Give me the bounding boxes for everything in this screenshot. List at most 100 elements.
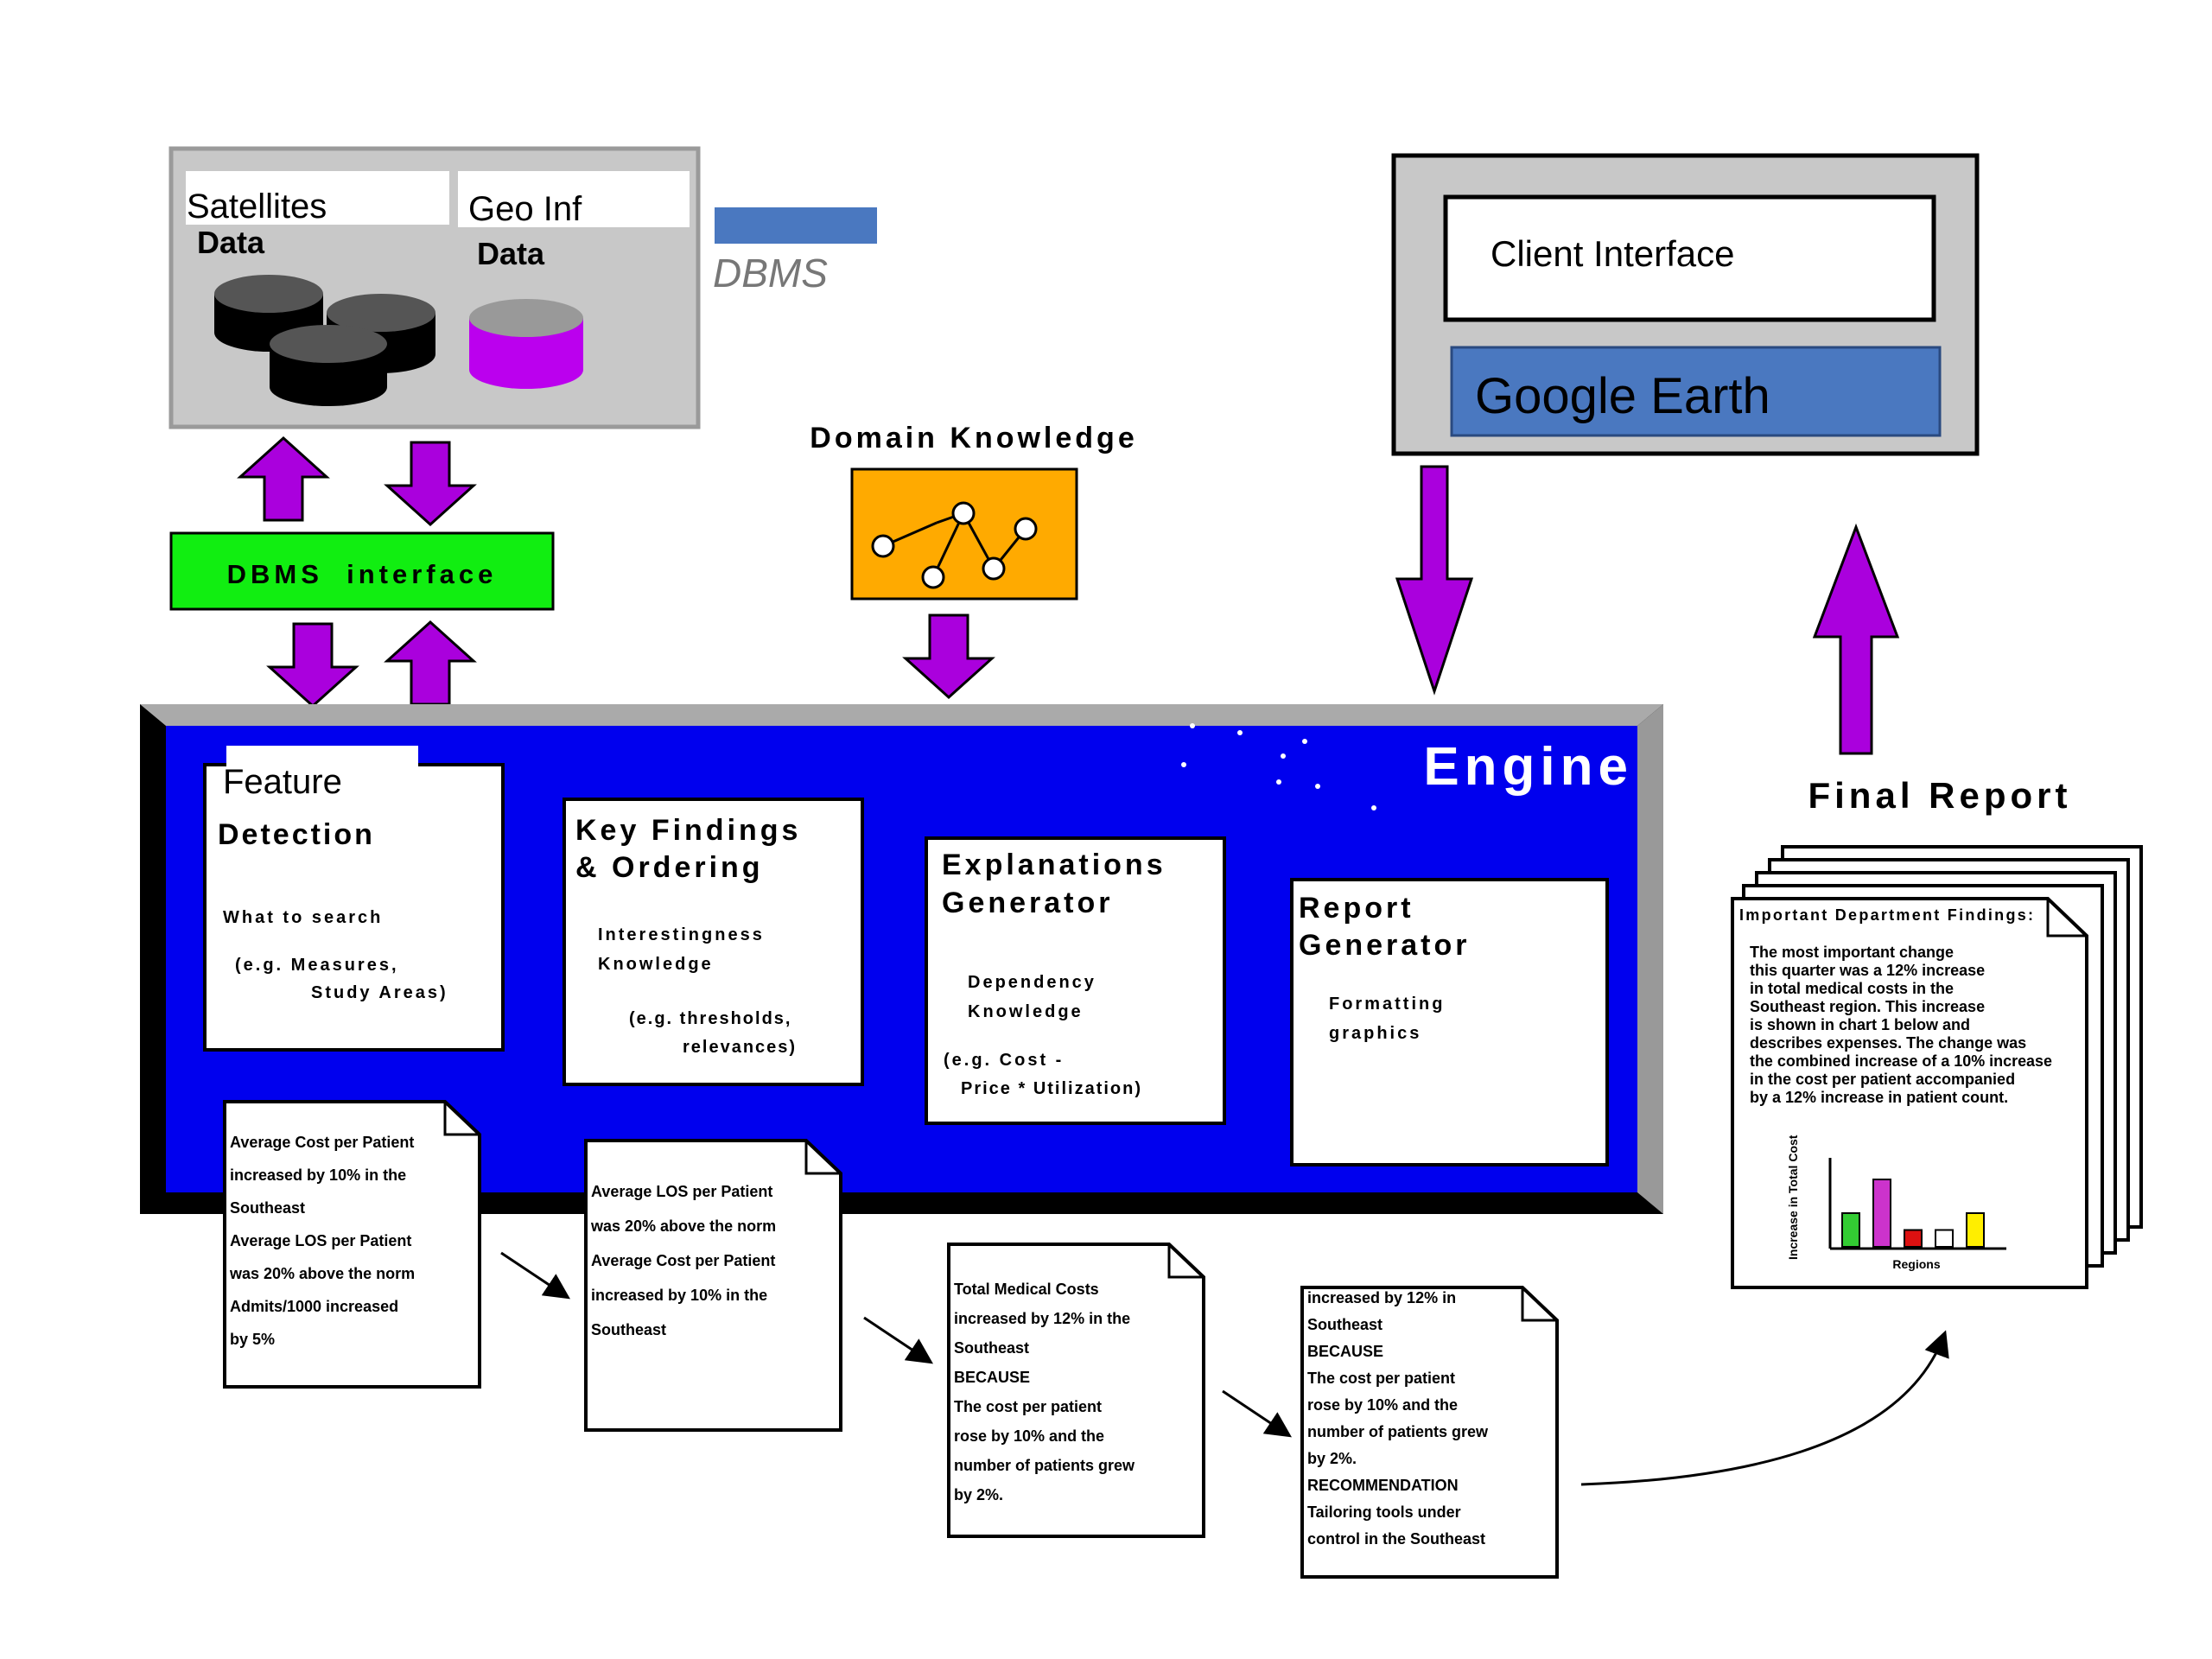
doc-line: rose by 10% and the — [1307, 1396, 1458, 1414]
doc-line: was 20% above the norm — [590, 1217, 776, 1235]
findings-title1: Key Findings — [575, 814, 801, 847]
feature-line2: (e.g. Measures, — [235, 956, 399, 975]
up-arrow-icon — [384, 620, 477, 706]
feature-line3: Study Areas) — [311, 983, 448, 1002]
doc-line: in total medical costs in the — [1750, 980, 1954, 997]
client-panel: Client Interface Google Earth — [1391, 153, 1980, 456]
doc-line: by 5% — [230, 1331, 275, 1348]
down-arrow-icon — [384, 441, 477, 527]
chart-ylabel: Increase in Total Cost — [1786, 1135, 1800, 1260]
dbms-interface-label: DBMS interface — [227, 559, 498, 589]
doc-line: number of patients grew — [1307, 1423, 1489, 1440]
key-findings-box: Key Findings & Ordering Interestingness … — [563, 798, 864, 1086]
doc-line: by a 12% increase in patient count. — [1750, 1089, 2008, 1106]
report-title2: Generator — [1299, 929, 1471, 962]
doc-line: was 20% above the norm — [229, 1265, 415, 1282]
engine-label: Engine — [1423, 737, 1633, 797]
doc-line: Southeast — [591, 1321, 666, 1338]
feature-title: Feature — [223, 763, 342, 801]
down-arrow-icon — [266, 622, 359, 709]
client-interface-label: Client Interface — [1491, 233, 1734, 274]
flow-arrow-icon — [500, 1251, 570, 1300]
doc-line: BECAUSE — [1307, 1343, 1383, 1360]
doc-line: number of patients grew — [954, 1457, 1135, 1474]
doc-line: control in the Southeast — [1307, 1530, 1485, 1548]
doc-line: Tailoring tools under — [1307, 1503, 1461, 1521]
doc-line: The cost per patient — [954, 1398, 1102, 1415]
doc-line: increased by 10% in the — [230, 1166, 406, 1184]
chart-bar — [1904, 1229, 1923, 1248]
geo-database-icon — [469, 299, 583, 389]
doc-line: by 2%. — [1307, 1450, 1357, 1467]
up-arrow-icon — [237, 435, 330, 522]
doc-line: Average LOS per Patient — [230, 1232, 411, 1249]
doc-line: Average Cost per Patient — [591, 1252, 775, 1269]
detection-title: Detection — [218, 818, 375, 851]
doc-line: The cost per patient — [1307, 1370, 1455, 1387]
findings-line1: Interestingness — [598, 925, 765, 944]
dbms-legend-label: DBMS — [713, 251, 828, 296]
findings-line4: relevances) — [683, 1038, 797, 1057]
report-line1: Formatting — [1329, 995, 1445, 1014]
satellite-database-icon — [214, 275, 435, 406]
flow-arrow-icon — [863, 1316, 933, 1364]
report-title1: Report — [1299, 892, 1414, 925]
final-report: Final Report Important Department Findin… — [1731, 775, 2143, 1289]
explanations-line4: Price * Utilization) — [961, 1079, 1142, 1098]
flow-connectors — [500, 1251, 1949, 1486]
chart-bar — [1966, 1212, 1985, 1248]
flow-doc-1: Average Cost per Patient increased by 10%… — [223, 1100, 481, 1389]
feature-line1: What to search — [223, 908, 383, 927]
doc-line: rose by 10% and the — [954, 1427, 1104, 1445]
explanations-title2: Generator — [942, 887, 1114, 919]
satellites-sub: Data — [197, 225, 265, 260]
doc-line: Southeast — [954, 1339, 1029, 1357]
doc-line: in the cost per patient accompanied — [1750, 1071, 2015, 1088]
doc-line: Southeast region. This increase — [1750, 998, 1985, 1015]
final-report-chart: Increase in Total Cost Regions — [1786, 1135, 2006, 1271]
google-earth-label: Google Earth — [1475, 368, 1770, 424]
down-arrow-icon — [1395, 465, 1474, 696]
findings-title2: & Ordering — [575, 851, 764, 884]
doc-line: increased by 10% in the — [591, 1287, 767, 1304]
explanations-title1: Explanations — [942, 849, 1166, 881]
explanations-line2: Knowledge — [968, 1002, 1084, 1021]
satellites-title: Satellites — [187, 188, 327, 226]
flow-curve-arrow-icon — [1580, 1330, 1949, 1486]
geo-sub: Data — [477, 236, 545, 271]
doc-line: Average Cost per Patient — [230, 1134, 414, 1151]
doc-line: Southeast — [1307, 1316, 1382, 1333]
doc-line: by 2%. — [954, 1486, 1003, 1503]
storage-interface-arrows — [237, 435, 477, 527]
explanations-line3: (e.g. Cost - — [944, 1051, 1064, 1070]
doc-line: increased by 12% in the — [954, 1310, 1130, 1327]
findings-line2: Knowledge — [598, 955, 714, 974]
final-report-doc-title: Important Department Findings: — [1739, 906, 2033, 924]
doc-line: the combined increase of a 10% increase — [1750, 1052, 2052, 1070]
doc-line: Admits/1000 increased — [230, 1298, 398, 1315]
dbms-storage-panel: Satellites Data Geo Inf Data — [168, 146, 701, 429]
dbms-legend: DBMS — [713, 207, 877, 296]
geo-title: Geo Inf — [468, 190, 582, 228]
domain-knowledge: Domain Knowledge — [810, 422, 1137, 700]
doc-line: BECAUSE — [954, 1369, 1030, 1386]
doc-line: Average LOS per Patient — [591, 1183, 772, 1200]
report-generator-box: Report Generator Formatting graphics — [1290, 878, 1609, 1166]
flow-arrow-icon — [1222, 1389, 1292, 1438]
doc-line: describes expenses. The change was — [1750, 1034, 2026, 1052]
doc-line: increased by 12% in — [1307, 1289, 1456, 1306]
explanations-generator-box: Explanations Generator Dependency Knowle… — [925, 836, 1226, 1125]
doc-line: RECOMMENDATION — [1307, 1477, 1459, 1494]
doc-line: Southeast — [230, 1199, 305, 1217]
chart-bar — [1935, 1229, 1954, 1248]
domain-knowledge-label: Domain Knowledge — [810, 422, 1137, 454]
dbms-interface: DBMS interface — [169, 531, 555, 611]
flow-doc-2: Average LOS per Patient was 20% above the… — [584, 1139, 842, 1432]
down-arrow-icon — [902, 613, 995, 700]
findings-line3: (e.g. thresholds, — [629, 1009, 791, 1028]
doc-line: is shown in chart 1 below and — [1750, 1016, 1970, 1033]
chart-xlabel: Regions — [1892, 1257, 1940, 1271]
